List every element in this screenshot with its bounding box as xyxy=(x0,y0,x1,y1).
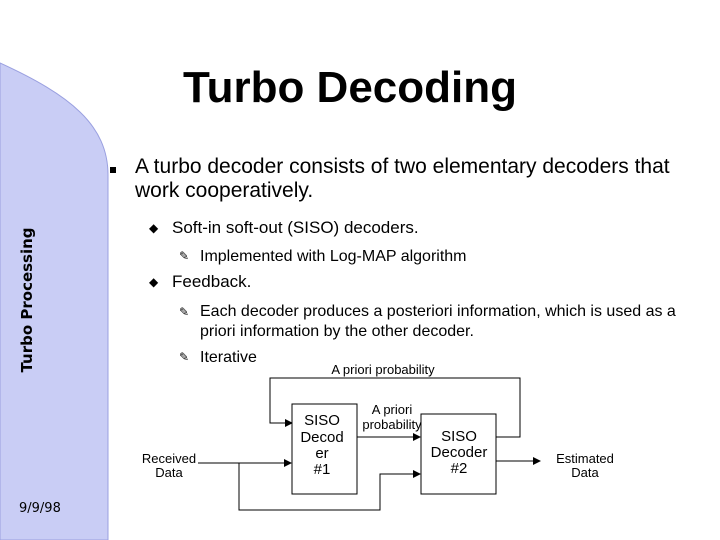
siso-decoder-2-label: Decoder xyxy=(431,444,488,461)
siso-decoder-1-label: SISO xyxy=(304,412,340,429)
siso-decoder-2-label: SISO xyxy=(441,428,477,445)
bullet-square-icon xyxy=(110,167,116,173)
received-data-label: Received xyxy=(142,451,196,466)
bullet-main: A turbo decoder consists of two elementa… xyxy=(135,155,670,202)
slide-date: 9/9/98 xyxy=(19,501,61,516)
bullet-siso: Soft-in soft-out (SISO) decoders. xyxy=(172,218,419,237)
a-priori-mid-label: A priori xyxy=(372,402,413,417)
pen-bullet-icon: ✎ xyxy=(179,350,190,364)
a-priori-top-label: A priori probability xyxy=(331,362,435,377)
a-priori-mid-label: probability xyxy=(362,417,422,432)
siso-decoder-2-label: #2 xyxy=(451,460,468,477)
siso-decoder-1-label: er xyxy=(315,445,328,462)
bullet-log-map: Implemented with Log-MAP algorithm xyxy=(200,248,467,265)
estimated-data-label: Data xyxy=(571,465,599,480)
feedback-line xyxy=(269,377,521,438)
siso-decoder-1-box xyxy=(291,403,358,495)
received-branch-line xyxy=(238,463,421,511)
pen-bullet-icon: ✎ xyxy=(179,249,190,263)
page-title: Turbo Decoding xyxy=(182,63,518,112)
siso-decoder-1-label: #1 xyxy=(314,461,331,478)
diamond-bullet-icon: ◆ xyxy=(149,275,159,289)
bullet-each-decoder: Each decoder produces a posteriori infor… xyxy=(200,303,676,340)
received-data-label: Data xyxy=(155,465,183,480)
estimated-data-label: Estimated xyxy=(556,451,614,466)
bullet-feedback: Feedback. xyxy=(172,272,252,291)
diamond-bullet-icon: ◆ xyxy=(149,221,159,235)
siso-decoder-2-box xyxy=(420,413,497,495)
siso-decoder-1-label: Decod xyxy=(300,429,343,446)
pen-bullet-icon: ✎ xyxy=(179,305,190,319)
bullet-iterative: Iterative xyxy=(200,349,257,366)
